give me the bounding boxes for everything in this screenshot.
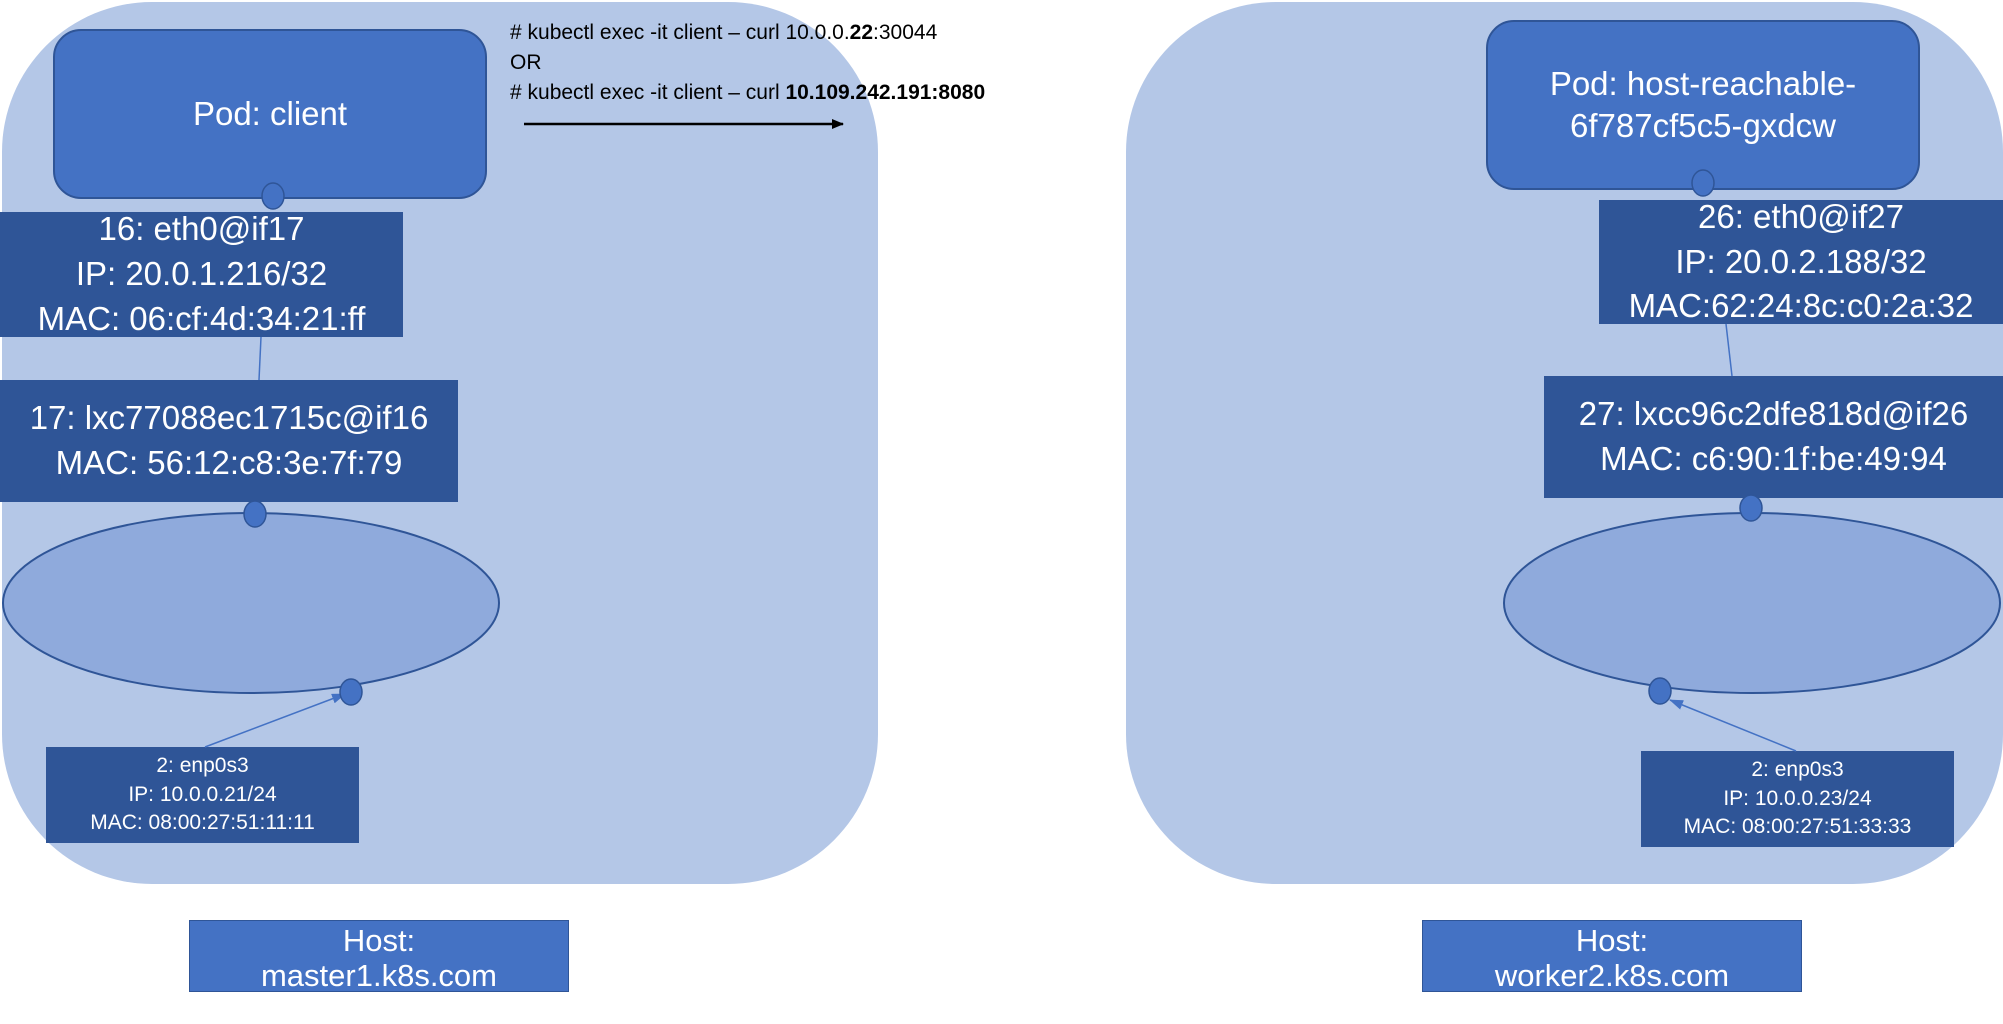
worker-eth0-ip: IP: 20.0.2.188/32 bbox=[1675, 242, 1927, 280]
worker-lxc-interface[interactable]: 27: lxcc96c2dfe818d@if26 MAC: c6:90:1f:b… bbox=[1544, 376, 2003, 498]
master-enp0s3-interface[interactable]: 2: enp0s3 IP: 10.0.0.21/24 MAC: 08:00:27… bbox=[46, 747, 359, 843]
master-pod-label: Pod: client bbox=[192, 94, 348, 132]
command-or: OR bbox=[510, 51, 542, 74]
master-host-label-line2: master1.k8s.com bbox=[260, 958, 497, 992]
command-clusterip: # kubectl exec -it client – curl 10.109.… bbox=[510, 81, 986, 104]
worker-pod-label-line2: 6f787cf5c5-gxdcw bbox=[1570, 107, 1836, 144]
worker-veth-link bbox=[1725, 323, 1733, 377]
worker-lxc-mac: MAC: c6:90:1f:be:49:94 bbox=[1600, 440, 1947, 477]
worker-bridge-ellipse bbox=[1503, 512, 2001, 694]
master-enp0s3-connector-dot bbox=[339, 678, 363, 706]
master-pod-client[interactable]: Pod: client bbox=[53, 29, 487, 199]
worker-eth0-mac: MAC:62:24:8c:c0:2a:32 bbox=[1628, 287, 1974, 325]
master-eth0-mac: MAC: 06:cf:4d:34:21:ff bbox=[37, 299, 366, 337]
master-lxc-interface[interactable]: 17: lxc77088ec1715c@if16 MAC: 56:12:c8:3… bbox=[0, 380, 458, 502]
worker-enp0s3-interface[interactable]: 2: enp0s3 IP: 10.0.0.23/24 MAC: 08:00:27… bbox=[1641, 751, 1954, 847]
worker-pod-connector-dot bbox=[1691, 169, 1715, 197]
worker-enp0s3-arrow bbox=[1669, 699, 1797, 752]
worker-host-label-line2: worker2.k8s.com bbox=[1494, 958, 1730, 992]
master-lxc-connector-dot bbox=[243, 500, 267, 528]
master-enp0s3-mac: MAC: 08:00:27:51:11:11 bbox=[90, 811, 315, 835]
worker-lxc-connector-dot bbox=[1739, 494, 1763, 522]
master-lxc-name: 17: lxc77088ec1715c@if16 bbox=[29, 399, 429, 437]
curl-commands: # kubectl exec -it client – curl 10.0.0.… bbox=[510, 18, 985, 108]
master-enp0s3-arrow bbox=[204, 693, 346, 748]
master-pod-connector-dot bbox=[261, 182, 285, 210]
worker-host-label-line1: Host: bbox=[1575, 923, 1649, 958]
master-enp0s3-ip: IP: 10.0.0.21/24 bbox=[128, 782, 277, 806]
worker-pod-host-reachable[interactable]: Pod: host-reachable- 6f787cf5c5-gxdcw bbox=[1486, 20, 1920, 190]
master-eth0-interface[interactable]: 16: eth0@if17 IP: 20.0.1.216/32 MAC: 06:… bbox=[0, 210, 403, 337]
master-host-label: Host: master1.k8s.com bbox=[189, 920, 569, 992]
worker-enp0s3-mac: MAC: 08:00:27:51:33:33 bbox=[1683, 815, 1912, 839]
master-eth0-ip: IP: 20.0.1.216/32 bbox=[75, 255, 328, 293]
worker-eth0-interface[interactable]: 26: eth0@if27 IP: 20.0.2.188/32 MAC:62:2… bbox=[1599, 198, 2003, 324]
master-eth0-name: 16: eth0@if17 bbox=[98, 210, 305, 248]
worker-eth0-name: 26: eth0@if27 bbox=[1698, 197, 1904, 235]
master-lxc-mac: MAC: 56:12:c8:3e:7f:79 bbox=[55, 444, 403, 481]
master-veth-link bbox=[258, 336, 262, 381]
master-host-label-line1: Host: bbox=[342, 923, 416, 958]
worker-lxc-name: 27: lxcc96c2dfe818d@if26 bbox=[1578, 395, 1969, 433]
worker-enp0s3-connector-dot bbox=[1648, 677, 1672, 705]
worker-pod-label-line1: Pod: host-reachable- bbox=[1549, 64, 1857, 102]
master-bridge-ellipse bbox=[2, 512, 500, 694]
worker-host-label: Host: worker2.k8s.com bbox=[1422, 920, 1802, 992]
worker-enp0s3-name: 2: enp0s3 bbox=[1751, 757, 1844, 781]
worker-enp0s3-ip: IP: 10.0.0.23/24 bbox=[1723, 786, 1872, 810]
command-nodeport: # kubectl exec -it client – curl 10.0.0.… bbox=[510, 21, 938, 44]
master-enp0s3-name: 2: enp0s3 bbox=[156, 753, 249, 777]
